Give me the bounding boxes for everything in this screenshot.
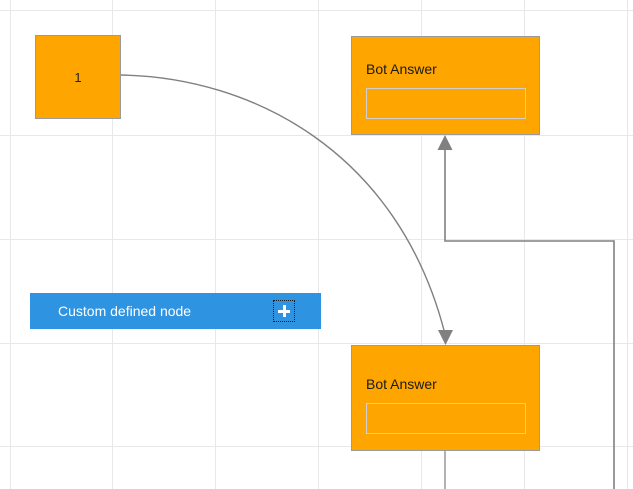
edge-orthogonal-arrowhead (437, 135, 453, 150)
custom-defined-node-label: Custom defined node (58, 303, 192, 319)
edge-curve-arrowhead (438, 330, 453, 345)
node-answer-slot[interactable] (366, 403, 526, 434)
node-title: Bot Answer (366, 376, 437, 392)
custom-defined-node-button[interactable]: Custom defined node (30, 293, 321, 329)
plus-icon[interactable] (273, 300, 295, 322)
node-answer-slot[interactable] (366, 88, 526, 119)
node-bot-answer-top[interactable]: Bot Answer (351, 36, 540, 135)
edge-curve-path[interactable] (120, 74, 446, 335)
node-start[interactable]: 1 (35, 35, 121, 119)
edge-orthogonal-path[interactable] (444, 148, 615, 489)
node-bot-answer-bottom[interactable]: Bot Answer (351, 345, 540, 451)
node-index-label: 1 (74, 69, 82, 85)
node-title: Bot Answer (366, 61, 437, 77)
